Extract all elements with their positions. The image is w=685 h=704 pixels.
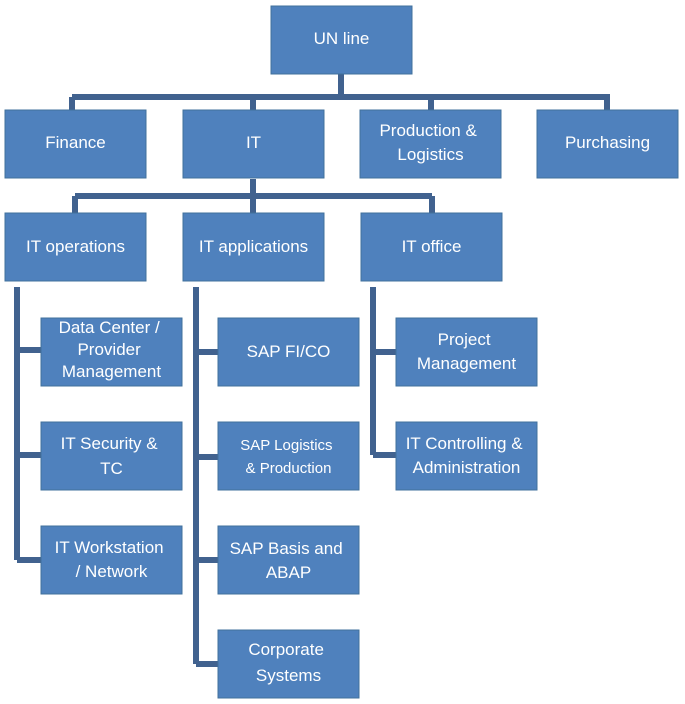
svg-text:SAP FI/CO: SAP FI/CO — [247, 342, 331, 361]
node-label: Corporate — [248, 640, 324, 659]
node-label: Data Center / — [59, 318, 160, 337]
svg-text:IT: IT — [246, 133, 261, 152]
svg-text:Data Center / Provider: Data Center / Provider Management — [59, 318, 165, 381]
svg-text:Project Management: Project Management — [417, 330, 517, 373]
svg-text:Corporate Systems: Corporate Systems — [248, 640, 328, 685]
node-label: Management — [62, 362, 162, 381]
connector-it-operations-units — [14, 287, 41, 563]
node-un-line: UN line — [270, 5, 413, 75]
node-project-management: Project Management — [395, 317, 538, 387]
svg-text:SAP Basis and ABAP: SAP Basis and ABAP — [230, 539, 348, 582]
node-sap-basis: SAP Basis and ABAP — [217, 525, 360, 595]
node-label: UN line — [314, 29, 370, 48]
connector-it-office-units — [370, 287, 396, 458]
node-label: SAP Logistics — [240, 437, 332, 454]
svg-text:Finance: Finance — [45, 133, 105, 152]
node-sap-fico: SAP FI/CO — [217, 317, 360, 387]
node-label: IT Controlling & — [406, 434, 524, 453]
node-label: Logistics — [397, 145, 463, 164]
node-sap-logistics: SAP Logistics & Production — [217, 421, 360, 491]
node-label: ABAP — [266, 563, 311, 582]
node-label: Provider — [77, 340, 141, 359]
svg-text:Purchasing: Purchasing — [565, 133, 650, 152]
node-label: SAP FI/CO — [247, 342, 331, 361]
connector-it-to-divisions — [72, 179, 435, 213]
node-label: Administration — [413, 458, 521, 477]
node-label: / Network — [76, 562, 148, 581]
svg-text:IT operations: IT operations — [26, 237, 125, 256]
svg-text:Production & Logistics: Production & Logistics — [379, 121, 481, 164]
connector-root-to-departments — [69, 74, 610, 110]
node-it-operations: IT operations — [4, 212, 147, 282]
node-it-office: IT office — [360, 212, 503, 282]
connectors — [14, 74, 610, 667]
node-label: IT operations — [26, 237, 125, 256]
node-data-center: Data Center / Provider Management — [40, 317, 183, 387]
node-label: & Production — [246, 460, 332, 477]
node-finance: Finance — [4, 109, 147, 179]
svg-text:IT office: IT office — [402, 237, 462, 256]
svg-text:IT applications: IT applications — [199, 237, 308, 256]
node-label: Systems — [256, 666, 321, 685]
node-label: Management — [417, 354, 517, 373]
node-it-security: IT Security & TC — [40, 421, 183, 491]
node-label: SAP Basis and — [230, 539, 343, 558]
node-label: IT — [246, 133, 261, 152]
node-label: IT Security & — [61, 434, 159, 453]
node-purchasing: Purchasing — [536, 109, 679, 179]
node-label: Purchasing — [565, 133, 650, 152]
svg-text:IT Workstation / Network: IT Workstation / Network — [55, 538, 169, 581]
connector-it-applications-units — [193, 287, 218, 667]
node-label: Production & — [379, 121, 477, 140]
node-label: Finance — [45, 133, 105, 152]
svg-text:UN line: UN line — [314, 29, 370, 48]
node-label: IT applications — [199, 237, 308, 256]
node-production-logistics: Production & Logistics — [359, 109, 502, 179]
node-it-applications: IT applications — [182, 212, 325, 282]
svg-text:IT Controlling & Adminis: IT Controlling & Administration — [406, 434, 528, 477]
node-corporate-systems: Corporate Systems — [217, 629, 360, 699]
node-label: IT office — [402, 237, 462, 256]
node-it-controlling: IT Controlling & Administration — [395, 421, 538, 491]
node-label: TC — [100, 459, 123, 478]
node-label: IT Workstation — [55, 538, 164, 557]
svg-text:SAP Logistics & Producti: SAP Logistics & Production — [240, 437, 336, 477]
svg-text:IT Security & TC: IT Security & TC — [61, 434, 163, 478]
node-it-workstation: IT Workstation / Network — [40, 525, 183, 595]
node-it: IT — [182, 109, 325, 179]
node-label: Project — [438, 330, 491, 349]
